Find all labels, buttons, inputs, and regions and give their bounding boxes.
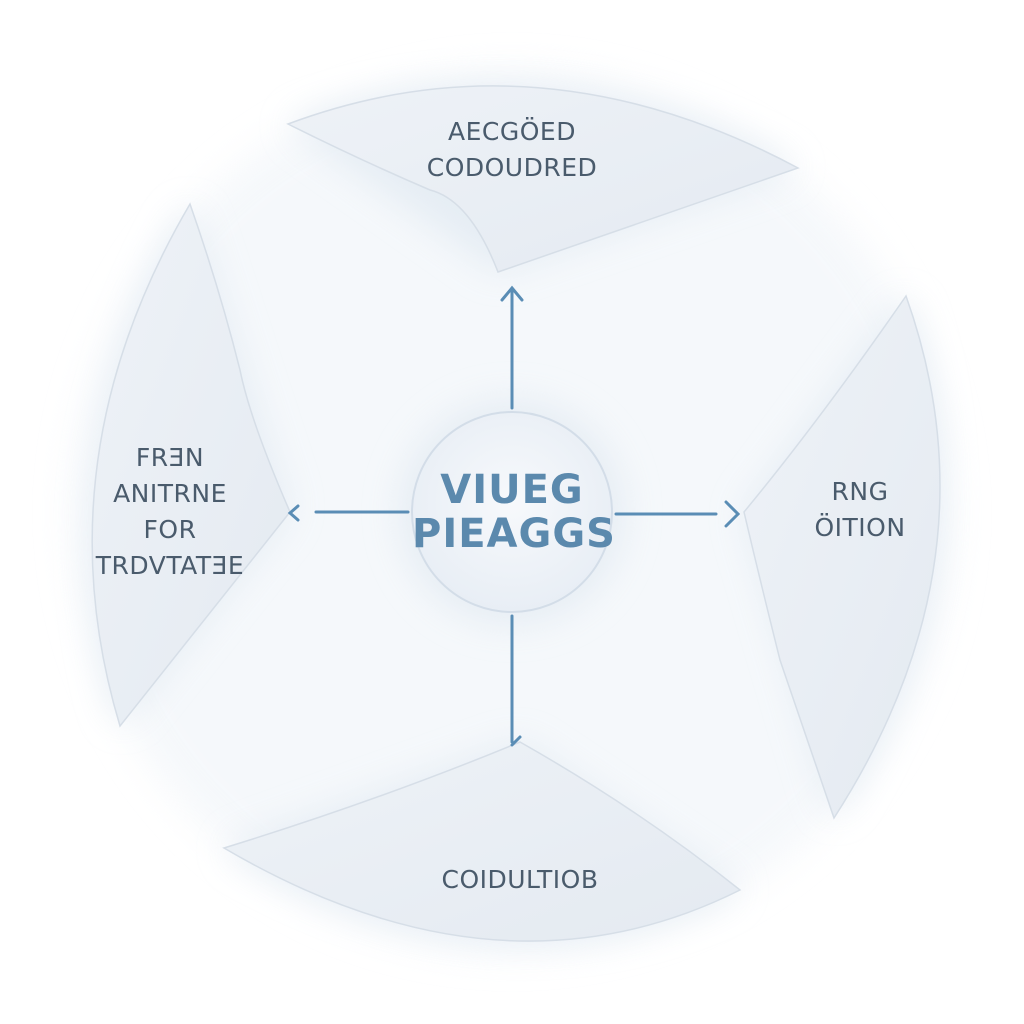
- segment-bottom: [222, 741, 742, 942]
- node-left-label: FRƎN ANITRNE FOR TRDVTATƎE: [60, 440, 280, 584]
- node-left-line-3: FOR: [143, 515, 197, 544]
- segment-top: [286, 85, 800, 273]
- node-right-line-2: ÖITION: [814, 513, 906, 542]
- node-left-line-2: ANITRNE: [113, 479, 227, 508]
- node-top-line-2: CODOUDRED: [426, 153, 598, 182]
- arrow-down: [510, 614, 522, 747]
- center-node: [400, 400, 624, 624]
- arrow-right: [614, 500, 741, 528]
- center-label-line-1: VIUEG: [440, 467, 584, 513]
- segment-right: [743, 294, 941, 820]
- node-top-label: AECGÖED CODOUDRED: [362, 114, 662, 186]
- node-right-label: RNG ÖITION: [770, 474, 950, 546]
- node-left-line-1: FRƎN: [135, 443, 205, 472]
- center-label: VIUEG PIEAGGS: [412, 467, 616, 557]
- node-left-line-4: TRDVTATƎE: [95, 551, 245, 580]
- arrow-left: [287, 504, 410, 522]
- arrow-up: [500, 285, 524, 410]
- node-bottom-line-1: COIDULTIOB: [441, 865, 599, 894]
- center-label-line-2: PIEAGGS: [412, 511, 616, 557]
- node-bottom-label: COIDULTIOB: [380, 862, 660, 898]
- segment-left: [91, 202, 291, 728]
- node-top-line-1: AECGÖED: [448, 117, 576, 146]
- node-right-line-1: RNG: [831, 477, 889, 506]
